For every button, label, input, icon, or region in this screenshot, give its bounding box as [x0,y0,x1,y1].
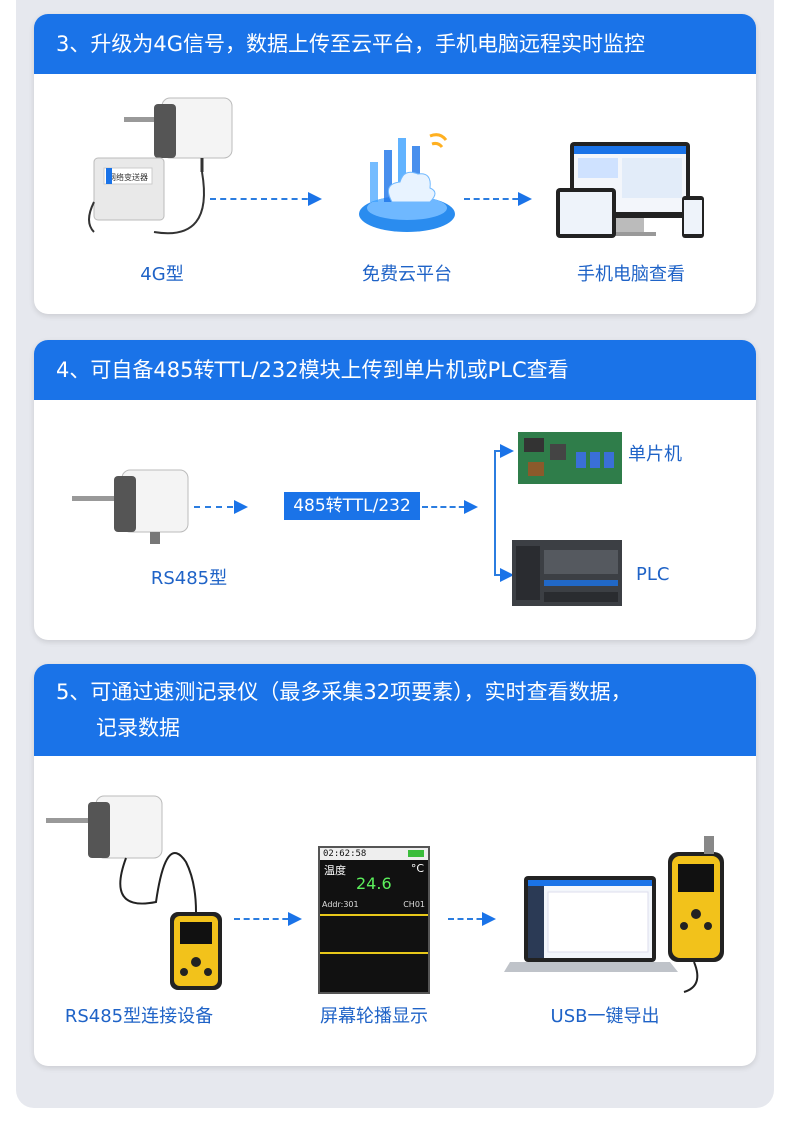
plc-label: PLC [636,564,670,585]
cloud-platform-image [359,133,455,232]
section-4g-cloud: 3、升级为4G信号，数据上传至云平台，手机电脑远程实时监控 网络变送器 4G型 [34,14,756,314]
screen-unit: °C [410,862,424,875]
battery-icon [408,850,424,857]
rs485-type-label: RS485型 [150,568,228,589]
screen-parameter: 温度 [324,864,346,877]
section-title-line1: 5、可通过速测记录仪（最多采集32项要素），实时查看数据， [56,680,632,704]
device-nameplate: 网络变送器 [108,172,148,182]
arrow-converter-to-split [422,500,478,514]
4g-type-label: 4G型 [140,264,184,285]
laptop-recorder-image [504,836,724,993]
section-title: 3、升级为4G信号，数据上传至云平台，手机电脑远程实时监控 [34,14,756,74]
converter-badge: 485转TTL/232 [284,492,420,520]
recorder-screen: 02:62:58 温度 °C 24.6 Addr:301 CH01 [318,846,430,994]
pc-phone-label: 手机电脑查看 [577,264,685,285]
rs485-transmitter-image [72,469,189,544]
screen-divider [320,914,428,916]
screen-addr: Addr:301 [322,900,359,909]
usb-export-label: USB一键导出 [550,1006,660,1027]
cloud-platform-label: 免费云平台 [362,264,452,285]
screen-time: 02:62:58 [323,849,367,859]
arrow-device-to-screen [234,912,302,926]
section-title: 5、可通过速测记录仪（最多采集32项要素），实时查看数据， 记录数据 [34,664,756,756]
section-title: 4、可自备485转TTL/232模块上传到单片机或PLC查看 [34,340,756,400]
split-line [494,450,496,574]
pc-phone-image [556,142,704,238]
screen-value: 24.6 [356,874,392,893]
section-title-line2: 记录数据 [96,716,180,740]
section-recorder: 5、可通过速测记录仪（最多采集32项要素），实时查看数据， 记录数据 RS485… [34,664,756,1066]
screen-divider [320,952,428,954]
4g-transmitter-image: 网络变送器 [88,97,233,235]
mcu-label: 单片机 [628,444,682,465]
rs485-connect-label: RS485型连接设备 [64,1006,214,1027]
arrow-to-plc [494,568,514,582]
mcu-board-image [518,432,622,484]
screen-carousel-label: 屏幕轮播显示 [320,1006,428,1027]
recorder-with-sensor-image [46,795,222,990]
arrow-device-to-cloud [210,192,322,206]
screen-status-bar: 02:62:58 [320,848,428,860]
arrow-cloud-to-pc [464,192,532,206]
arrow-device-to-converter [194,500,248,514]
section-485-ttl: 4、可自备485转TTL/232模块上传到单片机或PLC查看 RS485型 48… [34,340,756,640]
plc-image [512,540,622,606]
arrow-screen-to-laptop [448,912,496,926]
screen-channel: CH01 [403,900,425,909]
arrow-to-mcu [494,444,514,458]
